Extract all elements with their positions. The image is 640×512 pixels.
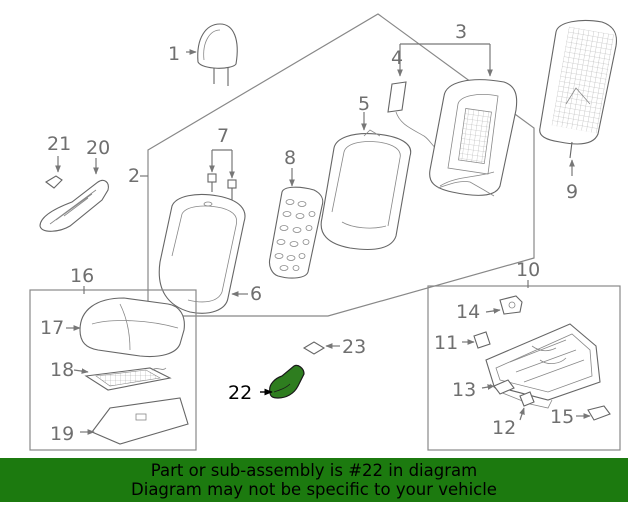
- callout-2: 2: [128, 165, 140, 187]
- part-11-switch: [462, 331, 491, 349]
- callout-7: 7: [217, 125, 229, 147]
- part-15-cover: [576, 405, 611, 421]
- callout-4: 4: [391, 47, 403, 69]
- callout-22: 22: [228, 382, 252, 404]
- part-6-seat-back-pad: [158, 193, 248, 314]
- callout-3: 3: [455, 21, 467, 43]
- callout-15: 15: [550, 406, 574, 428]
- part-1-headrest: [186, 23, 238, 86]
- banner-line-1: Part or sub-assembly is #22 in diagram: [150, 461, 478, 480]
- callout-20: 20: [86, 137, 110, 159]
- callout-13: 13: [452, 379, 476, 401]
- callout-8: 8: [284, 147, 296, 169]
- callout-11: 11: [434, 332, 458, 354]
- part-17-seat-cushion: [66, 297, 185, 358]
- callout-16: 16: [70, 265, 94, 287]
- info-banner: Part or sub-assembly is #22 in diagram D…: [0, 458, 628, 502]
- part-4-side-airbag: [387, 81, 439, 151]
- callout-19: 19: [50, 423, 74, 445]
- callout-14: 14: [456, 301, 480, 323]
- part-20-side-cover: [39, 158, 109, 232]
- parts-diagram: 1 2 3 4 5 7: [29, 13, 621, 451]
- callout-17: 17: [40, 317, 64, 339]
- part-3-seat-back-frame: [429, 79, 518, 197]
- callout-6: 6: [250, 283, 262, 305]
- part-23-clip: [302, 341, 340, 355]
- group-16-box: [29, 289, 197, 451]
- part-21-clip: [45, 156, 63, 189]
- callout-5: 5: [358, 93, 370, 115]
- part-22-highlighted: [260, 364, 305, 399]
- part-14-motor: [485, 295, 523, 315]
- part-9-back-panel: [539, 19, 618, 176]
- group-10-box: [427, 285, 621, 451]
- callout-3-bracket: [397, 43, 493, 77]
- part-19-cushion-pan: [80, 397, 189, 445]
- part-7-bolts: [207, 149, 237, 200]
- callout-21: 21: [47, 133, 71, 155]
- callout-18: 18: [50, 359, 74, 381]
- part-13-bracket: [481, 379, 515, 395]
- part-8-back-foam: [268, 168, 324, 279]
- banner-line-2: Diagram may not be specific to your vehi…: [131, 480, 497, 499]
- callout-9: 9: [566, 181, 578, 203]
- part-10-seat-track: [485, 323, 601, 409]
- part-18-cushion-heater: [73, 367, 172, 391]
- callout-10: 10: [516, 259, 540, 281]
- callout-12: 12: [492, 417, 516, 439]
- part-12-knob: [519, 391, 535, 421]
- part-5-seat-back-cover: [320, 112, 412, 251]
- callout-1: 1: [168, 43, 180, 65]
- callout-23: 23: [342, 336, 366, 358]
